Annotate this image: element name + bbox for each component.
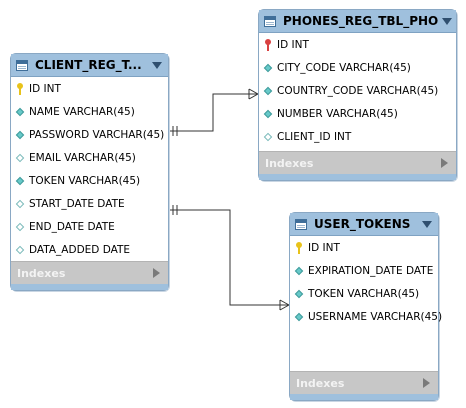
column-label: DATA_ADDED DATE <box>29 243 131 256</box>
table-header[interactable]: CLIENT_REG_T... <box>11 54 168 77</box>
relationship-client-phones[interactable] <box>167 88 259 136</box>
indexes-label: Indexes <box>17 266 66 280</box>
indexes-section[interactable]: Indexes <box>259 151 456 174</box>
column-label: PASSWORD VARCHAR(45) <box>29 128 165 141</box>
column-label: TOKEN VARCHAR(45) <box>308 287 420 300</box>
table-title: USER_TOKENS <box>314 217 411 231</box>
column-label: CLIENT_ID INT <box>277 130 352 143</box>
table-header[interactable]: PHONES_REG_TBL_PHO <box>259 10 456 33</box>
column-row[interactable]: COUNTRY_CODE VARCHAR(45) <box>259 79 456 102</box>
column-label: ID INT <box>29 82 61 95</box>
column-row[interactable]: END_DATE DATE <box>11 215 168 238</box>
column-label: EXPIRATION_DATE DATE <box>308 264 434 277</box>
table-client-reg[interactable]: CLIENT_REG_T... ID INT NAME VARCHAR(45) PA… <box>10 53 169 291</box>
not-null-column-icon <box>263 63 273 72</box>
table-icon <box>264 15 276 27</box>
relationship-client-tokens[interactable] <box>167 205 290 311</box>
column-row[interactable]: TOKEN VARCHAR(45) <box>290 282 438 305</box>
column-row[interactable]: PASSWORD VARCHAR(45) <box>11 123 168 146</box>
column-row[interactable]: TOKEN VARCHAR(45) <box>11 169 168 192</box>
collapse-arrow-icon[interactable] <box>152 61 162 69</box>
column-row[interactable]: ID INT <box>259 33 456 56</box>
not-null-column-icon <box>263 86 273 95</box>
column-row[interactable]: ID INT <box>290 236 438 259</box>
column-label: START_DATE DATE <box>29 197 125 210</box>
not-null-column-icon <box>15 176 25 185</box>
column-label: NUMBER VARCHAR(45) <box>277 107 398 120</box>
column-list: ID INT EXPIRATION_DATE DATE TOKEN VARCHAR(… <box>290 236 442 328</box>
column-row[interactable]: ID INT <box>11 77 168 100</box>
collapse-arrow-icon[interactable] <box>442 17 453 25</box>
nullable-column-icon <box>15 199 25 208</box>
expand-arrow-icon[interactable] <box>441 158 448 168</box>
table-icon <box>16 59 28 71</box>
table-bottom-bar <box>259 174 456 180</box>
column-label: TOKEN VARCHAR(45) <box>29 174 141 187</box>
column-label: END_DATE DATE <box>29 220 115 233</box>
column-row[interactable]: DATA_ADDED DATE <box>11 238 168 261</box>
expand-arrow-icon[interactable] <box>423 378 430 388</box>
column-row[interactable]: NUMBER VARCHAR(45) <box>259 102 456 125</box>
table-icon <box>295 218 307 230</box>
column-row[interactable]: USERNAME VARCHAR(45) <box>290 305 442 328</box>
not-null-column-icon <box>15 107 25 116</box>
column-label: ID INT <box>277 38 309 51</box>
primary-key-icon <box>16 82 24 95</box>
not-null-column-icon <box>294 289 304 298</box>
column-list: ID INT NAME VARCHAR(45) PASSWORD VARCHAR(4… <box>11 77 168 261</box>
primary-key-icon <box>264 38 272 51</box>
indexes-section[interactable]: Indexes <box>290 371 438 394</box>
column-label: USERNAME VARCHAR(45) <box>308 310 443 323</box>
column-label: ID INT <box>308 241 340 254</box>
primary-key-icon <box>295 241 303 254</box>
indexes-label: Indexes <box>296 376 345 390</box>
column-label: EMAIL VARCHAR(45) <box>29 151 136 164</box>
indexes-label: Indexes <box>265 156 314 170</box>
not-null-column-icon <box>294 312 304 321</box>
nullable-column-icon <box>15 245 25 254</box>
column-label: CITY_CODE VARCHAR(45) <box>277 61 411 74</box>
column-label: NAME VARCHAR(45) <box>29 105 135 118</box>
table-title: CLIENT_REG_T... <box>35 58 142 72</box>
nullable-column-icon <box>15 153 25 162</box>
not-null-column-icon <box>263 109 273 118</box>
nullable-column-icon <box>15 222 25 231</box>
column-row[interactable]: START_DATE DATE <box>11 192 168 215</box>
nullable-column-icon <box>263 132 273 141</box>
column-row[interactable]: CITY_CODE VARCHAR(45) <box>259 56 456 79</box>
column-row[interactable]: CLIENT_ID INT <box>259 125 456 148</box>
expand-arrow-icon[interactable] <box>153 268 160 278</box>
not-null-column-icon <box>15 130 25 139</box>
table-bottom-bar <box>11 284 168 290</box>
column-label: COUNTRY_CODE VARCHAR(45) <box>277 84 439 97</box>
table-user-tokens[interactable]: USER_TOKENS ID INT EXPIRATION_DATE DATE TO… <box>289 212 442 401</box>
indexes-section[interactable]: Indexes <box>11 261 168 284</box>
column-row[interactable]: EMAIL VARCHAR(45) <box>11 146 168 169</box>
column-row[interactable]: NAME VARCHAR(45) <box>11 100 168 123</box>
table-phones-reg[interactable]: PHONES_REG_TBL_PHO ID INT CITY_CODE VARCH… <box>258 9 457 181</box>
collapse-arrow-icon[interactable] <box>422 220 432 228</box>
table-header[interactable]: USER_TOKENS <box>290 213 438 236</box>
table-bottom-bar <box>290 394 438 400</box>
table-title: PHONES_REG_TBL_PHO <box>283 14 439 28</box>
not-null-column-icon <box>294 266 304 275</box>
column-list: ID INT CITY_CODE VARCHAR(45) COUNTRY_CODE … <box>259 33 456 148</box>
column-row[interactable]: EXPIRATION_DATE DATE <box>290 259 438 282</box>
